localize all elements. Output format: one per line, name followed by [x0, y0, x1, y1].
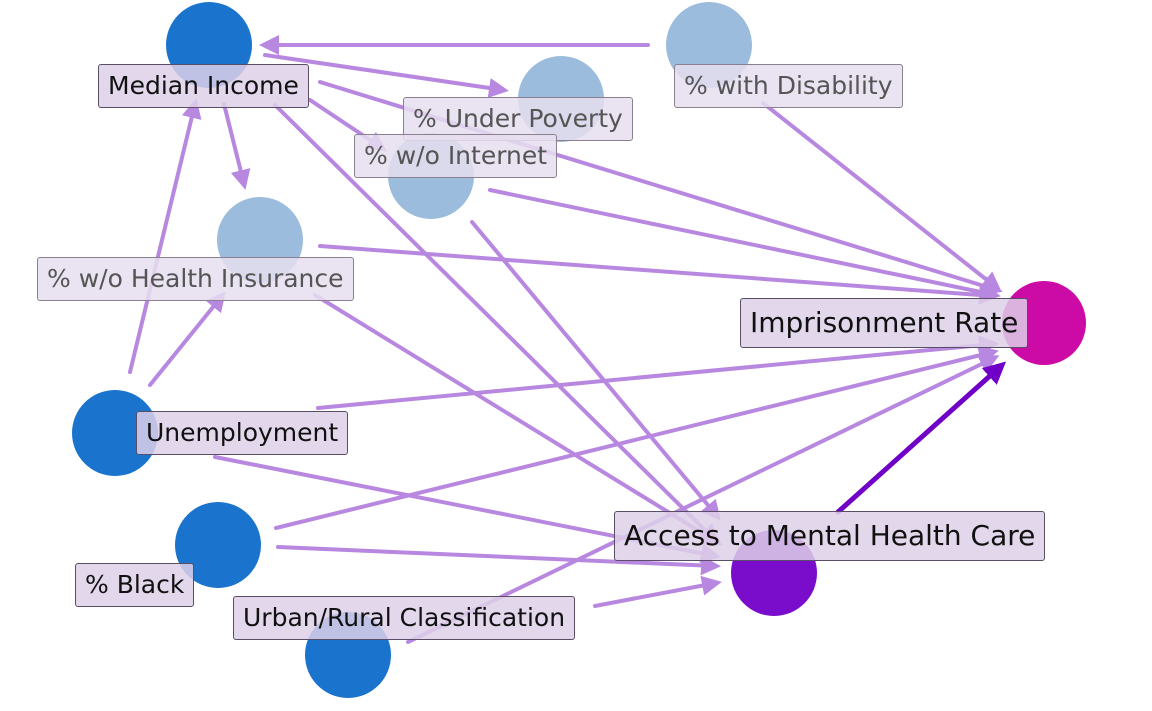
edge-median-income-to-wo-health-insurance — [222, 102, 251, 190]
edge-median-income-to-under-poverty — [263, 53, 509, 98]
node-black[interactable] — [175, 502, 261, 588]
edge-unemployment-to-imprisonment-rate — [316, 335, 999, 410]
label-black[interactable]: % Black — [75, 563, 195, 607]
label-median-income[interactable]: Median Income — [98, 64, 309, 108]
edge-access-mental-health-to-imprisonment-rate — [835, 361, 1007, 515]
edge-urban-rural-to-imprisonment-rate — [406, 355, 1000, 644]
edge-unemployment-to-median-income — [128, 98, 202, 374]
label-wo-internet[interactable]: % w/o Internet — [354, 134, 558, 178]
edge-urban-rural-to-access-mental-health — [593, 575, 722, 608]
edges-layer — [128, 35, 1007, 644]
edge-black-to-imprisonment-rate — [274, 345, 999, 530]
edge-with-disability-to-imprisonment-rate — [761, 101, 1002, 292]
edge-wo-internet-to-access-mental-health — [470, 220, 721, 521]
edge-unemployment-to-wo-health-insurance — [148, 291, 226, 387]
edge-wo-internet-to-imprisonment-rate — [488, 188, 1001, 302]
edge-median-income-to-access-mental-health — [273, 103, 720, 545]
label-access-mental-health[interactable]: Access to Mental Health Care — [614, 511, 1046, 561]
edge-wo-health-insurance-to-access-mental-health — [313, 293, 723, 546]
label-under-poverty[interactable]: % Under Poverty — [403, 97, 633, 141]
label-urban-rural[interactable]: Urban/Rural Classification — [233, 596, 576, 640]
label-imprisonment-rate[interactable]: Imprisonment Rate — [740, 298, 1029, 348]
label-wo-health-insurance[interactable]: % w/o Health Insurance — [37, 257, 354, 301]
label-unemployment[interactable]: Unemployment — [136, 411, 349, 455]
edge-black-to-access-mental-health — [276, 545, 721, 576]
edge-wo-health-insurance-to-imprisonment-rate — [318, 244, 999, 305]
label-with-disability[interactable]: % with Disability — [674, 64, 903, 108]
